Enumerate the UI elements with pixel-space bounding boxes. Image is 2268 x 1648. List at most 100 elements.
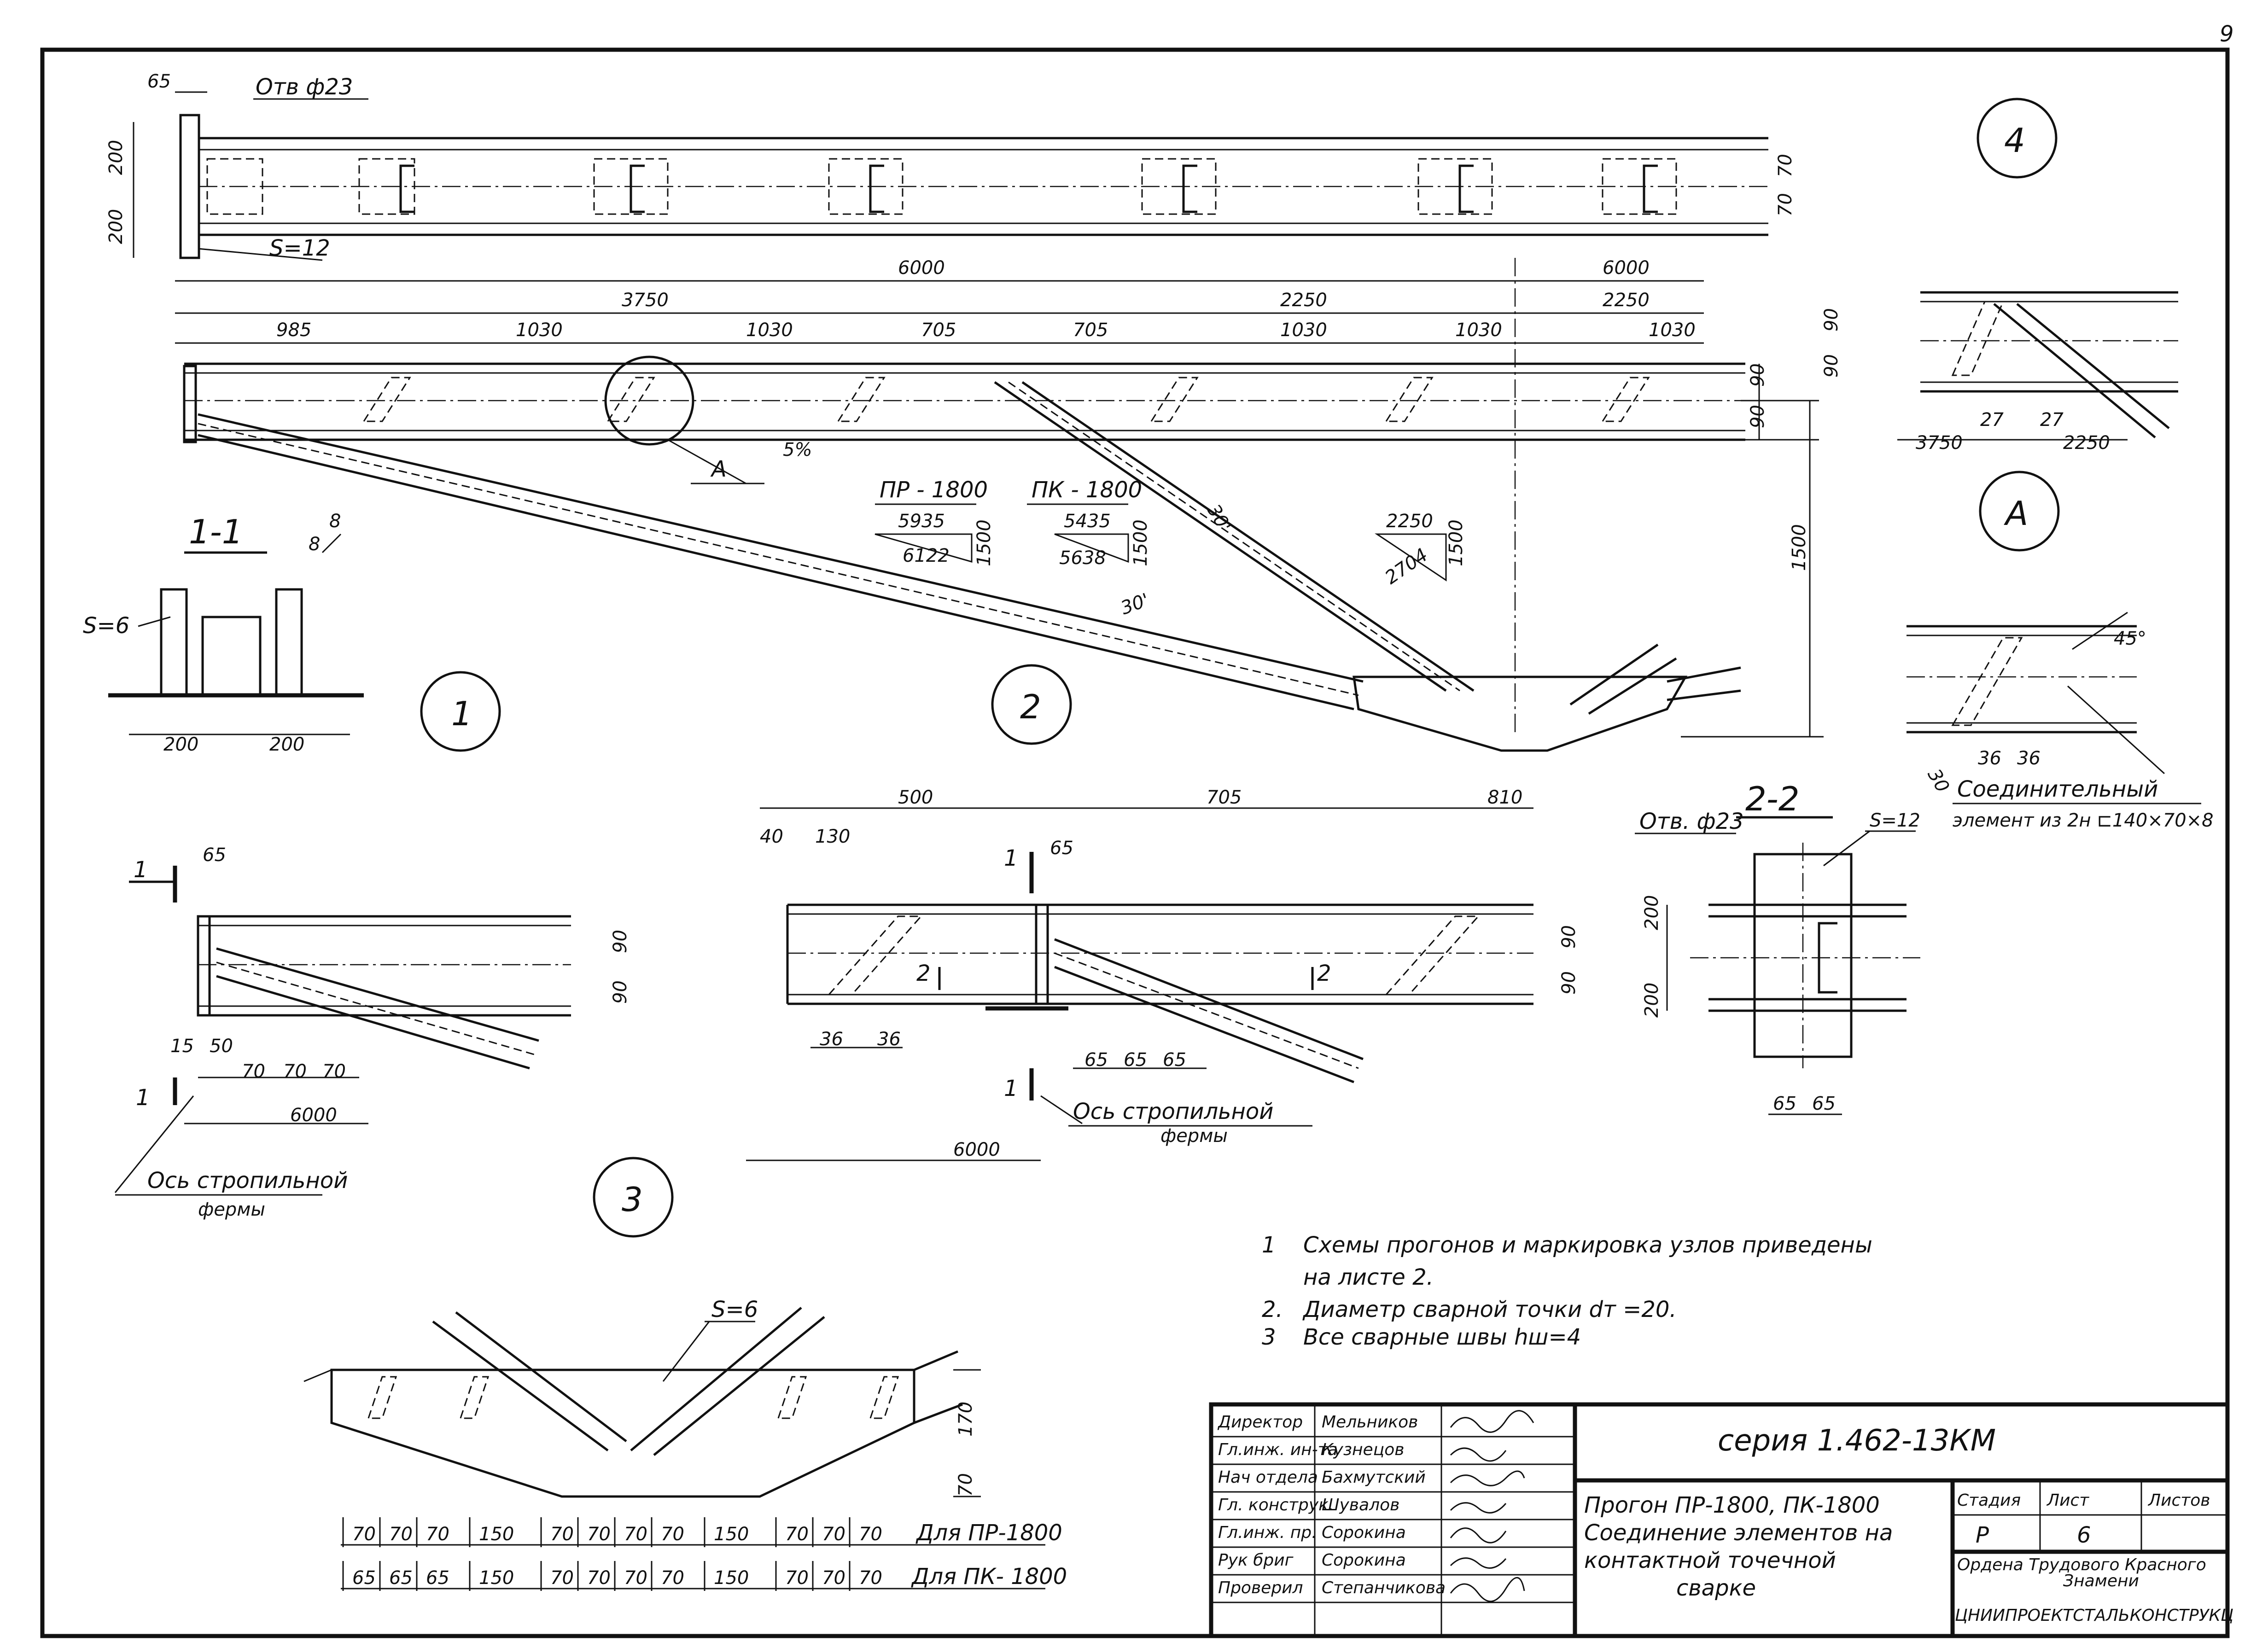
view3-h90a: 90: [610, 930, 631, 953]
gusset-row_pk-dim-6: 70: [624, 1567, 647, 1589]
signature-3: [1450, 1502, 1507, 1514]
detailA-callout-letter: А: [2004, 494, 2028, 533]
section22-h65b: 65: [1812, 1093, 1836, 1114]
tb-role-2: Нач отдела: [1218, 1468, 1318, 1487]
view2-pr-label: ПР - 1800: [880, 477, 988, 503]
view2-seg-1030c: 1030: [1280, 320, 1327, 341]
gusset-row_pr-dim-9: 70: [785, 1524, 809, 1545]
detail45-dim-36b: 36: [2017, 748, 2041, 769]
mid-b36b: 36: [877, 1029, 901, 1050]
gusset-h170: 170: [955, 1402, 976, 1437]
gusset-row_pk-dim-1: 65: [389, 1567, 413, 1589]
detailA-gap-b: 27: [2040, 409, 2064, 431]
tb-role-1: Гл.инж. ин-та: [1218, 1440, 1338, 1459]
signature-4: [1450, 1527, 1507, 1543]
view2-seg-1030a: 1030: [516, 320, 563, 341]
view4-dim-200a: 200: [105, 140, 127, 175]
view2-seg-985: 985: [276, 320, 311, 341]
mid-cut1b: 1: [1004, 1076, 1018, 1101]
view2-seg-1030d: 1030: [1455, 320, 1502, 341]
view2-pr-1500: 1500: [974, 519, 995, 566]
section11-plate: S=6: [83, 613, 129, 639]
tb-name-1: Кузнецов: [1322, 1440, 1404, 1459]
view2-seg-705b: 705: [1073, 320, 1108, 341]
view2-pk-label: ПК - 1800: [1032, 477, 1142, 503]
gusset-row_pr-dim-3: 150: [479, 1524, 514, 1545]
view3-d65: 65: [203, 844, 226, 866]
gusset-row_pk-dim-4: 70: [550, 1567, 574, 1589]
mid-h90a: 90: [1558, 925, 1580, 949]
view3-callout-number: 3: [622, 1180, 643, 1219]
gusset-plate: S=6: [711, 1297, 758, 1322]
signature-0: [1450, 1410, 1534, 1433]
tb-title-2: контактной точечной: [1584, 1548, 1836, 1573]
tb-org2: Знамени: [2063, 1572, 2139, 1590]
section22-h65a: 65: [1773, 1093, 1796, 1114]
gusset-row_pk-dim-11: 70: [859, 1567, 882, 1589]
tb-name-3: Шувалов: [1322, 1496, 1399, 1514]
tb-org3: ЦНИИПРОЕКТСТАЛЬКОНСТРУКЦ: [1955, 1606, 2233, 1625]
view2-seg-2250a: 2250: [1280, 290, 1327, 311]
section22-title: 2-2: [1745, 780, 1800, 818]
section11-dim-b: 200: [269, 734, 304, 755]
tb-org1: Ордена Трудового Красного: [1957, 1555, 2206, 1574]
view4-plate-label: S=12: [269, 235, 330, 261]
view3-d15: 15: [170, 1036, 194, 1057]
section-1-1: 1-1 8 8 S=6 200 200 1: [83, 511, 501, 755]
view-4-plan: Отв ф23 65 200 200 70 70 S=12 4: [105, 71, 2058, 261]
view2-seg-3750: 3750: [622, 290, 669, 311]
view2-pk-5435: 5435: [1064, 511, 1111, 532]
section22-v200a: 200: [1641, 895, 1662, 930]
section22-plate: S=12: [1870, 810, 1920, 831]
view3-axis1: Ось стропильной: [147, 1168, 348, 1194]
section11-weld-a: 8: [329, 511, 341, 532]
view2-seg-1030b: 1030: [746, 320, 793, 341]
note-1-text: Схемы прогонов и маркировка узлов привед…: [1303, 1232, 1872, 1258]
detailA-2250: 2250: [2063, 432, 2110, 454]
view3-callout-circle: [593, 1157, 674, 1238]
detail45-dim-36a: 36: [1978, 748, 2001, 769]
note-2-num: 2.: [1262, 1297, 1283, 1322]
note-1-num: 1: [1262, 1232, 1276, 1258]
tb-name-5: Сорокина: [1322, 1551, 1406, 1570]
gusset-row_pr-dim-4: 70: [550, 1524, 574, 1545]
gusset-row_pr-dim-6: 70: [624, 1524, 647, 1545]
gusset-row_pk-dim-7: 70: [661, 1567, 684, 1589]
gusset-row_pk-dim-5: 70: [587, 1567, 611, 1589]
tb-sheet: 6: [2077, 1522, 2091, 1548]
section11-callout-number: 1: [451, 694, 472, 733]
detail45-dim-30: 30: [1923, 765, 1953, 796]
view2-angle-30b: 30': [1118, 589, 1152, 619]
view-middle: 500 705 810 40 130 65 1 2 2 90 90 36 36 …: [746, 787, 1580, 1161]
section11-dim-a: 200: [163, 734, 198, 755]
mid-top-500: 500: [898, 787, 933, 808]
mid-b65c: 65: [1163, 1049, 1186, 1071]
view2-callout-number: 2: [1020, 687, 1041, 726]
gusset-row_pr-dim-11: 70: [859, 1524, 882, 1545]
mid-b36a: 36: [820, 1029, 843, 1050]
mid-top-810: 810: [1487, 787, 1522, 808]
mid-d40: 40: [760, 826, 783, 847]
gusset-row_pk-dim-2: 65: [426, 1567, 449, 1589]
view2-slope-1500: 1500: [1446, 519, 1467, 566]
gusset-row_pk-dim-8: 150: [714, 1567, 749, 1589]
view4-callout-number: 4: [2004, 121, 2025, 160]
view2-height-1500: 1500: [1789, 524, 1810, 571]
gusset-row_pk-dim-3: 150: [479, 1567, 514, 1589]
view4-dim-70b: 70: [1775, 193, 1796, 216]
mid-cut1: 1: [1004, 845, 1018, 871]
tb-title-0: Прогон ПР-1800, ПК-1800: [1584, 1492, 1880, 1518]
view2-overall-right: 6000: [1603, 257, 1650, 279]
detailA-3750: 3750: [1916, 432, 1963, 454]
view2-overall-left: 6000: [898, 257, 945, 279]
sheet-frame: [40, 47, 2230, 1638]
mid-top-705: 705: [1207, 787, 1242, 808]
tb-title-1: Соединение элементов на: [1584, 1520, 1893, 1546]
signature-2: [1450, 1470, 1525, 1486]
view-3: 1 65 90 90 15 50 70 70 70 1 6000 Ось стр…: [114, 844, 674, 1238]
gusset-row_pr-dim-8: 150: [714, 1524, 749, 1545]
page-number: 9: [2220, 21, 2234, 47]
